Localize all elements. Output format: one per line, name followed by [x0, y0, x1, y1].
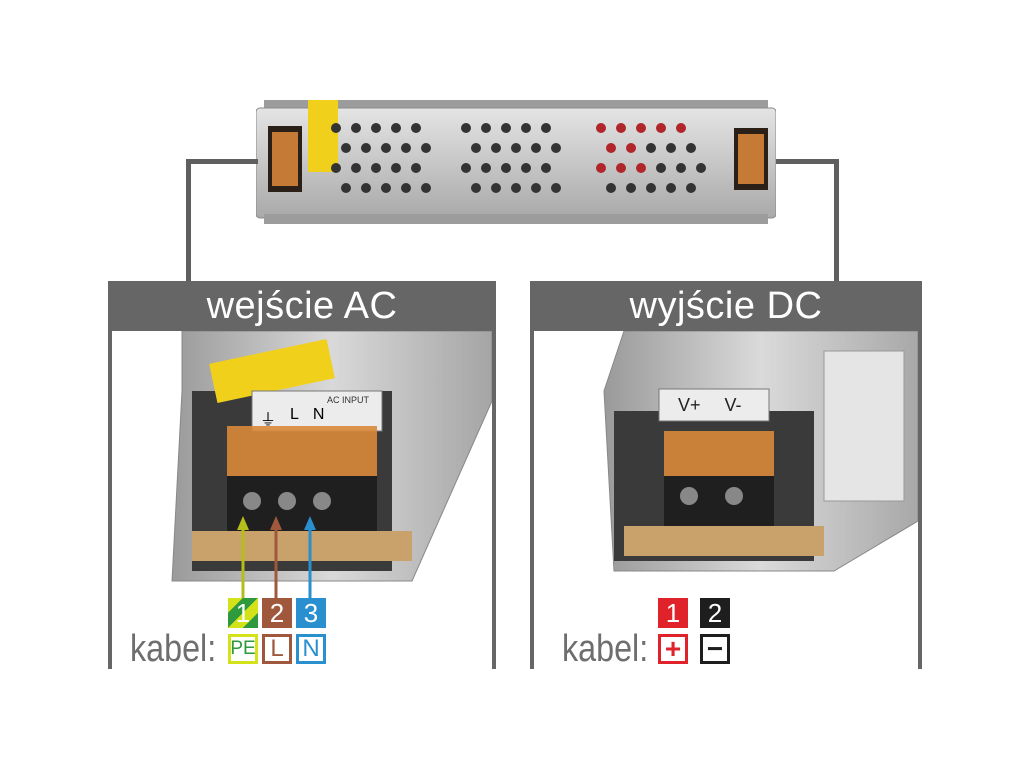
v-plus-symbol: V+: [678, 395, 701, 415]
dc-output-photo: V+ V-: [534, 331, 918, 596]
wire-l-number: 2: [262, 598, 292, 628]
wire-n-number: 3: [296, 598, 326, 628]
power-supply-top-view: [256, 98, 776, 226]
wire-n-arrow: [304, 516, 316, 530]
dc-symbols: V+ V-: [678, 395, 742, 416]
ac-input-title: wejście AC: [206, 284, 398, 327]
ac-input-photo: AC INPUT ⏚ L N: [112, 331, 492, 596]
power-supply-drawing: [256, 100, 776, 224]
dc-output-title: wyjście DC: [629, 284, 823, 327]
ground-symbol: ⏚: [260, 412, 277, 429]
line-symbol: L: [290, 406, 299, 423]
wire-l-arrow: [270, 516, 282, 530]
wire-minus-code: −: [700, 633, 730, 664]
wire-pe-arrow: [237, 516, 249, 530]
ac-input-header: wejście AC: [108, 281, 496, 331]
right-connector-v: [834, 159, 839, 283]
wire-pe-number: 1: [228, 598, 258, 628]
ac-terminal-drawing: AC INPUT: [171, 331, 492, 582]
wire-pe-code: PE: [228, 634, 258, 664]
wire-n-code: N: [296, 634, 326, 664]
dc-output-header: wyjście DC: [530, 281, 922, 331]
left-connector-h: [186, 159, 258, 164]
ac-symbols: ⏚ L N: [260, 406, 324, 430]
left-connector-v: [186, 159, 191, 283]
wire-l-code: L: [262, 634, 292, 664]
neutral-symbol: N: [312, 406, 325, 423]
wire-minus-number: 2: [700, 598, 730, 628]
dc-kabel-label: kabel:: [562, 628, 649, 670]
wire-plus-code: +: [658, 633, 688, 664]
right-connector-h: [776, 159, 839, 164]
dc-terminal-drawing: [603, 331, 918, 572]
ac-input-label: AC INPUT: [327, 395, 370, 405]
wire-plus-number: 1: [658, 598, 688, 628]
ac-kabel-label: kabel:: [130, 628, 217, 670]
v-minus-symbol: V-: [724, 395, 742, 415]
